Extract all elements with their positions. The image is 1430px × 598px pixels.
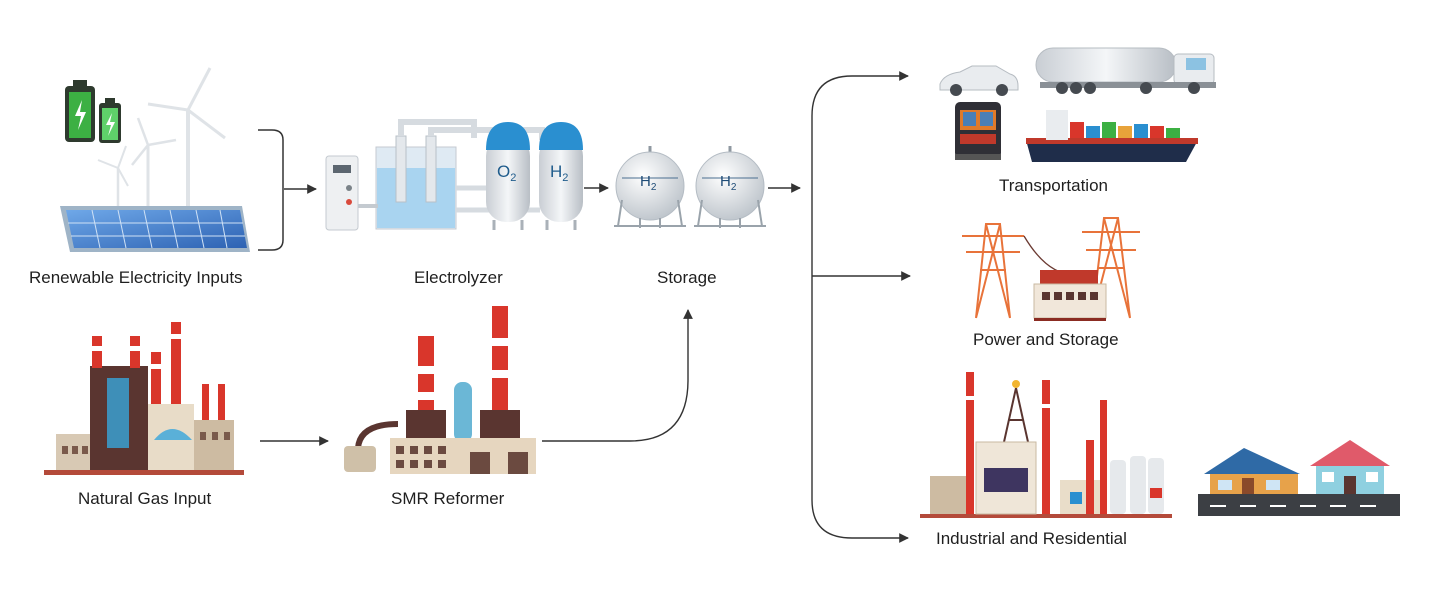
- gas-tank-icon: [486, 122, 583, 230]
- ship-icon: [1026, 110, 1198, 162]
- storage-label: Storage: [657, 268, 717, 287]
- h2-tank-label: H2: [550, 162, 568, 184]
- industrial-label: Industrial and Residential: [936, 529, 1127, 548]
- car-icon: [939, 65, 1019, 96]
- wind-turbine-icon: [97, 67, 226, 210]
- arrow-smr-to-storage: [542, 309, 693, 442]
- bracket: [258, 129, 284, 251]
- electrolyzer-unit-icon: [325, 119, 545, 231]
- electrolyzer-label: Electrolyzer: [414, 268, 503, 287]
- smr-plant-icon: [344, 306, 536, 474]
- battery-icon: [65, 80, 121, 143]
- factory-icon: [44, 322, 244, 475]
- o2-tank-label: O2: [497, 162, 516, 184]
- train-icon: [955, 102, 1001, 160]
- transportation-label: Transportation: [999, 176, 1108, 195]
- truck-icon: [1035, 47, 1216, 94]
- sphere-1-label: H2: [640, 173, 657, 193]
- refinery-icon: [920, 372, 1172, 518]
- house-icon: [1198, 440, 1400, 516]
- substation-icon: [1033, 270, 1107, 321]
- distribution-arrows: [811, 71, 911, 543]
- solar-panel-icon: [60, 206, 250, 252]
- smr-label: SMR Reformer: [391, 489, 505, 508]
- sphere-2-label: H2: [720, 173, 737, 193]
- renewable-label: Renewable Electricity Inputs: [29, 268, 243, 287]
- sphere-tank-icon: [614, 146, 766, 228]
- power-label: Power and Storage: [973, 330, 1119, 349]
- natural-gas-label: Natural Gas Input: [78, 489, 212, 508]
